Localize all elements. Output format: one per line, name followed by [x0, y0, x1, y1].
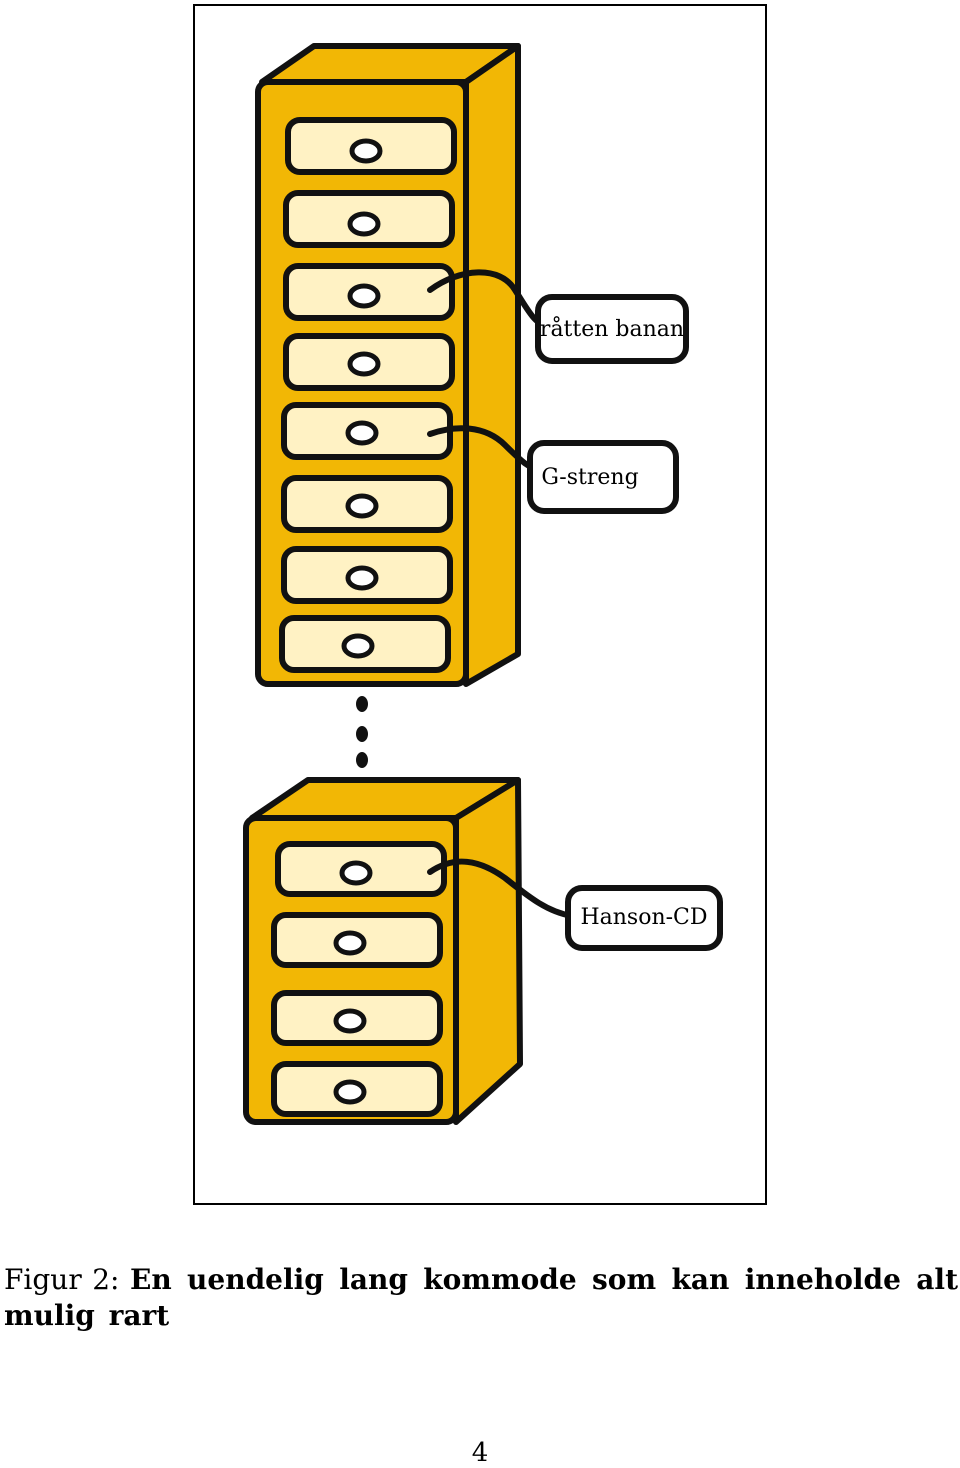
upper-knobs	[341, 138, 383, 659]
page-number: 4	[471, 1438, 489, 1468]
drawer-knob	[345, 493, 379, 519]
drawer-knob	[333, 1008, 367, 1034]
connector-hanson-cd	[427, 858, 575, 919]
drawer-knob	[333, 1079, 367, 1105]
label-boxes	[527, 294, 723, 951]
drawer-knob	[347, 283, 381, 309]
label-box-hanson-cd	[565, 885, 723, 951]
label-hanson-cd: Hanson-CD	[580, 905, 707, 930]
drawer-knob	[345, 565, 379, 591]
diagram-infinite-dresser: råtten banan G-streng Hanson-CD	[243, 43, 723, 1125]
drawer-knob	[341, 633, 375, 659]
caption-text: En uendelig lang kommode som kan innehol…	[4, 1263, 958, 1332]
drawer-knob	[347, 351, 381, 377]
drawer-knob	[339, 860, 373, 886]
drawer-knob	[349, 138, 383, 164]
drawer-knob	[347, 211, 381, 237]
label-rotten-banana: råtten banan	[540, 315, 684, 342]
figure-caption: Figur 2: En uendelig lang kommode som ka…	[4, 1262, 958, 1334]
continuation-dots	[356, 696, 368, 768]
drawer-knob	[345, 420, 379, 446]
label-g-string: G-streng	[541, 465, 638, 490]
upper-cabinet-side	[463, 43, 521, 687]
caption-label: Figur 2:	[4, 1263, 120, 1296]
lower-cabinet-side	[453, 777, 523, 1125]
drawer-knob	[333, 930, 367, 956]
label-box-rotten-banana	[535, 294, 689, 364]
label-box-g-string	[527, 440, 679, 514]
lower-knobs	[333, 860, 373, 1105]
